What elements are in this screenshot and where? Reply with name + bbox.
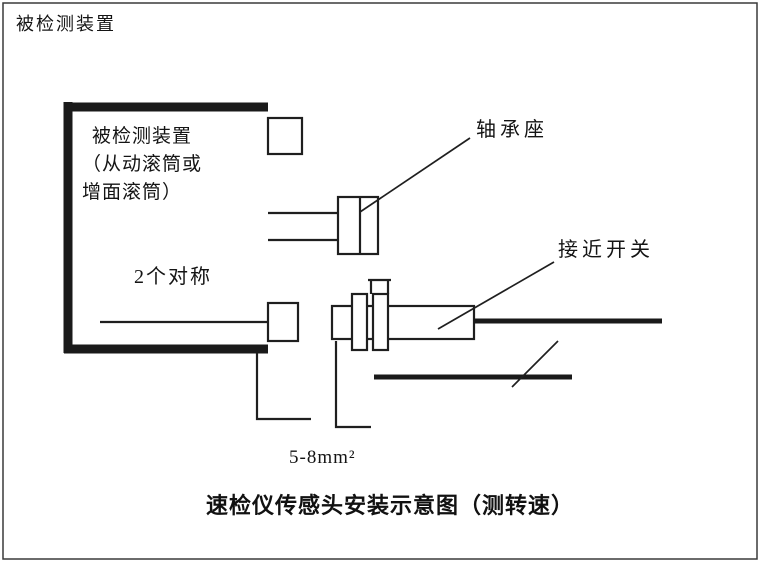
wire-drop-right bbox=[334, 341, 371, 429]
sensor-clip-marks bbox=[368, 278, 391, 294]
corner-device-label: 被检测装置 bbox=[16, 14, 116, 34]
sensor-nut-right bbox=[371, 292, 390, 352]
bearing-block bbox=[336, 195, 380, 256]
bearing-seat-leader-line bbox=[359, 137, 471, 213]
wire-drop-left bbox=[255, 353, 311, 421]
proximity-switch-label: 接近开关 bbox=[558, 238, 654, 261]
wire-gauge-label: 5-8mm² bbox=[289, 447, 356, 468]
device-label-line3: 增面滚筒） bbox=[82, 181, 182, 203]
device-label-line1: 被检测装置 bbox=[92, 125, 192, 147]
top-mount-block bbox=[266, 116, 304, 156]
lower-mount-block bbox=[266, 301, 300, 343]
proximity-switch-leader-line bbox=[437, 261, 555, 330]
symmetry-note-label: 2个对称 bbox=[134, 265, 212, 288]
device-label-line2: （从动滚筒或 bbox=[82, 153, 202, 175]
cable-bend-leader-line bbox=[511, 340, 559, 388]
diagram-title: 速检仪传感头安装示意图（测转速） bbox=[206, 493, 574, 518]
bearing-seat-label: 轴承座 bbox=[476, 118, 548, 141]
sensor-nut-left bbox=[350, 292, 369, 352]
